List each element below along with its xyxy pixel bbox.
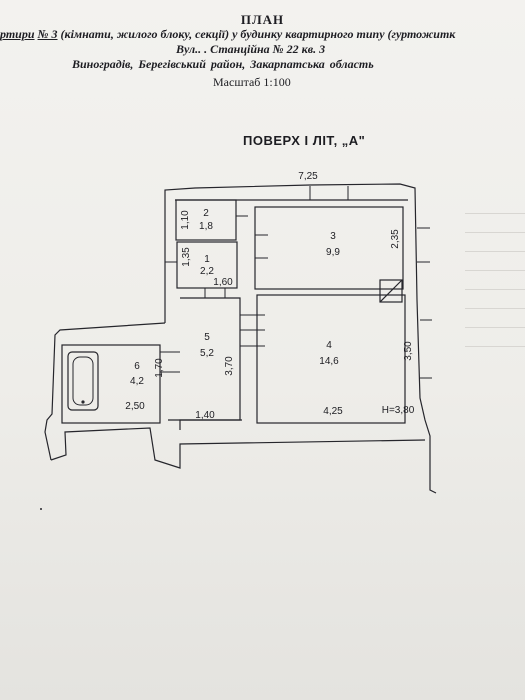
room-3-number: 3 [330, 231, 336, 242]
outer-wall-bottom [50, 427, 426, 469]
room-5-number: 5 [204, 332, 210, 343]
dim-room1-width: 1,60 [213, 277, 233, 288]
ceiling-height: H=3,80 [382, 405, 415, 416]
room-labels: 2 1,8 1 2,2 3 9,9 4 14,6 5 5,2 6 4,2 [130, 208, 340, 387]
room-5-area: 5,2 [200, 348, 214, 359]
room-4-area: 14,6 [319, 356, 339, 367]
background-page-lines [465, 195, 525, 355]
apartment-line: ртири № 3 (кімнати, жилого блоку, секції… [0, 27, 455, 42]
stove-icon [379, 279, 403, 303]
dim-room1-height: 1,35 [181, 247, 192, 267]
dim-room4-width: 4,25 [323, 406, 343, 417]
pencil-dot [40, 508, 42, 510]
openings [160, 186, 432, 379]
plan-title: ПЛАН [240, 12, 285, 27]
room-2-walls [175, 199, 237, 241]
dim-room5-height: 3,70 [224, 356, 235, 376]
room-1-area: 2,2 [200, 266, 214, 277]
room-2-area: 1,8 [199, 221, 213, 232]
apartment-number: № 3 [37, 27, 58, 41]
outer-wall-right [164, 183, 437, 494]
dim-room6-width: 2,50 [125, 401, 145, 412]
region-line: Виноградів, Берегівський район, Закарпат… [72, 57, 374, 71]
room-3-area: 9,9 [326, 247, 340, 258]
dim-room4-height: 3,50 [403, 341, 414, 361]
street-address: Вул.. . Станційна № 22 кв. 3 [176, 42, 326, 56]
plan-walls [44, 183, 437, 494]
dim-room2-height: 1,10 [180, 210, 191, 230]
apartment-description: (кімнати, жилого блоку, секції) у будинк… [60, 27, 456, 41]
room-3-walls [254, 206, 404, 290]
room-4-walls [256, 294, 406, 424]
room-1-number: 1 [204, 254, 210, 265]
room-6-area: 4,2 [130, 376, 144, 387]
apartment-prefix: ртири [0, 27, 35, 41]
dim-room5-width: 1,40 [195, 410, 215, 421]
room-4-number: 4 [326, 340, 332, 351]
room-2-number: 2 [203, 208, 209, 219]
scale-label: Масштаб 1:100 [213, 75, 291, 89]
dimension-labels: 7,25 1,10 1,35 1,60 2,35 3,50 4,25 3,70 … [125, 171, 414, 421]
dim-room6-height: 1,70 [154, 358, 165, 378]
bathtub-icon [67, 351, 99, 411]
floor-title: ПОВЕРХ І ЛІТ, „А" [243, 133, 366, 148]
dim-room3-height: 2,35 [390, 229, 401, 249]
room-1-walls [176, 241, 238, 289]
room-6-walls [61, 344, 161, 424]
outer-wall-left [44, 322, 166, 461]
room-6-number: 6 [134, 361, 140, 372]
dim-total-width: 7,25 [298, 171, 318, 182]
